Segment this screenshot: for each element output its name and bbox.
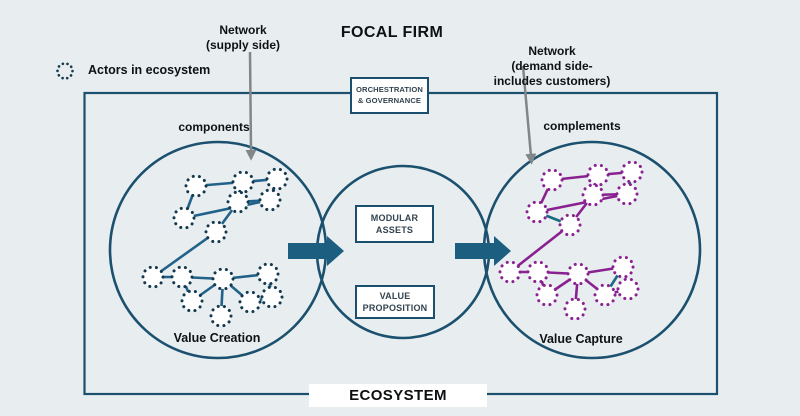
actor-node <box>498 260 522 284</box>
actor-node <box>563 297 587 321</box>
dotted-circle-icon <box>56 62 74 80</box>
demand-network-label-line: (demand side- <box>511 59 593 73</box>
value-proposition-box: VALUE PROPOSITION <box>355 285 435 319</box>
ecosystem-label: ECOSYSTEM <box>309 384 487 407</box>
actor-node <box>611 255 635 279</box>
actor-node <box>184 174 208 198</box>
supply-network-label: Network (supply side) <box>183 23 303 53</box>
orchestration-governance-box: ORCHESTRATION & GOVERNANCE <box>350 77 429 114</box>
actor-node <box>260 285 284 309</box>
actor-node <box>540 168 564 192</box>
actor-node <box>231 170 255 194</box>
actor-node <box>558 213 582 237</box>
actor-node <box>141 265 165 289</box>
modular-assets-line: MODULAR <box>370 212 419 223</box>
actor-node <box>172 206 196 230</box>
network-edge <box>183 198 271 220</box>
actor-node <box>525 200 549 224</box>
ecosystem-boundary <box>83 91 719 396</box>
actor-node <box>211 267 235 291</box>
actor-node <box>258 188 282 212</box>
demand-network-label: Network (demand side- includes customers… <box>482 44 622 89</box>
actor-node <box>526 260 550 284</box>
actor-node <box>226 190 250 214</box>
value-proposition-line: VALUE <box>379 290 411 301</box>
actor-node <box>204 220 228 244</box>
actor-node <box>180 289 204 313</box>
components-label: components <box>178 120 250 134</box>
actor-node <box>566 262 590 286</box>
actor-node <box>615 182 639 206</box>
value-capture-label: Value Capture <box>539 332 623 346</box>
value-capture-network <box>498 160 644 321</box>
actor-node <box>238 290 262 314</box>
supply-pointer-arrow <box>245 51 257 161</box>
actor-node <box>170 265 194 289</box>
demand-network-label-line: includes customers) <box>493 74 611 88</box>
actor-node <box>535 283 559 307</box>
page-title: FOCAL FIRM <box>340 24 444 41</box>
demand-network-label-line: Network <box>528 44 576 58</box>
orchestration-governance-line: ORCHESTRATION <box>356 85 423 94</box>
actor-node <box>256 262 280 286</box>
network-edge <box>152 230 217 279</box>
modular-assets-box: MODULAR ASSETS <box>355 205 434 243</box>
legend-label: Actors in ecosystem <box>88 63 211 77</box>
actor-node <box>586 163 610 187</box>
actor-node <box>593 283 617 307</box>
actor-node <box>209 304 233 328</box>
orchestration-governance-line: & GOVERNANCE <box>357 95 422 105</box>
supply-network-label-line: Network <box>219 23 267 37</box>
actor-node <box>265 167 289 191</box>
value-creation-network <box>141 167 289 328</box>
demand-pointer-arrow <box>521 65 537 165</box>
actor-node <box>581 183 605 207</box>
flow-arrow-left-icon <box>288 236 344 266</box>
flow-arrow-right-icon <box>455 236 511 266</box>
network-edge <box>536 192 628 214</box>
supply-network-label-line: (supply side) <box>205 38 280 52</box>
network-edge <box>509 223 571 274</box>
value-proposition-line: PROPOSITION <box>362 303 428 313</box>
value-creation-label: Value Creation <box>173 331 261 345</box>
modular-assets-line: ASSETS <box>375 225 414 235</box>
complements-label: complements <box>543 119 621 133</box>
actor-node <box>620 160 644 184</box>
actor-node <box>616 277 640 301</box>
